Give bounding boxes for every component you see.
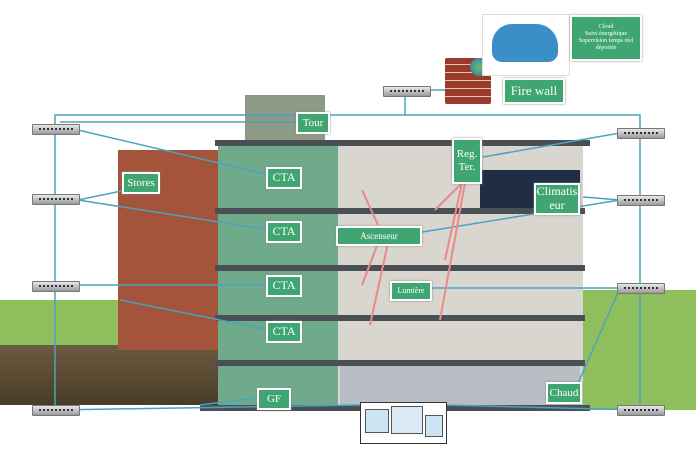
floor-slab [215, 360, 585, 366]
cloud-line-1: Cloud [598, 24, 614, 31]
label-reg-ter: Reg. Ter. [452, 138, 482, 184]
network-switch-icon [617, 128, 665, 139]
cloud-description-box: Cloud Suivi énergétique Supervision temp… [570, 15, 642, 61]
label-cta: CTA [266, 167, 302, 189]
floor-slab [215, 315, 585, 321]
cloud-line-2: Suivi énergétique [584, 31, 628, 38]
floor-slab [215, 265, 585, 271]
label-ascenseur: Ascenseur [336, 226, 422, 246]
network-switch-icon [617, 283, 665, 294]
network-switch-icon [617, 195, 665, 206]
cloud-icon [492, 24, 558, 62]
lawn-right [580, 290, 696, 410]
label-lumiere: Lumière [390, 281, 432, 301]
label-cta: CTA [266, 275, 302, 297]
boiler-room [340, 360, 580, 405]
cloud-line-3: Supervision temps réel déportée [578, 38, 634, 51]
network-switch-icon [32, 281, 80, 292]
monitoring-screens-icon [360, 402, 447, 444]
label-chaud: Chaud [546, 382, 582, 404]
label-tour: Tour [296, 112, 330, 134]
network-switch-icon [32, 405, 80, 416]
label-gf: GF [257, 388, 291, 410]
label-climatiseur: Climatis eur [534, 183, 580, 215]
label-cta: CTA [266, 221, 302, 243]
network-switch-icon [32, 194, 80, 205]
network-switch-icon [617, 405, 665, 416]
roof [215, 140, 590, 146]
label-stores: Stores [122, 172, 160, 194]
label-cta: CTA [266, 321, 302, 343]
firewall-label: Fire wall [503, 78, 565, 104]
floor-slab [215, 208, 585, 214]
network-switch-icon [32, 124, 80, 135]
network-switch-icon [383, 86, 431, 97]
